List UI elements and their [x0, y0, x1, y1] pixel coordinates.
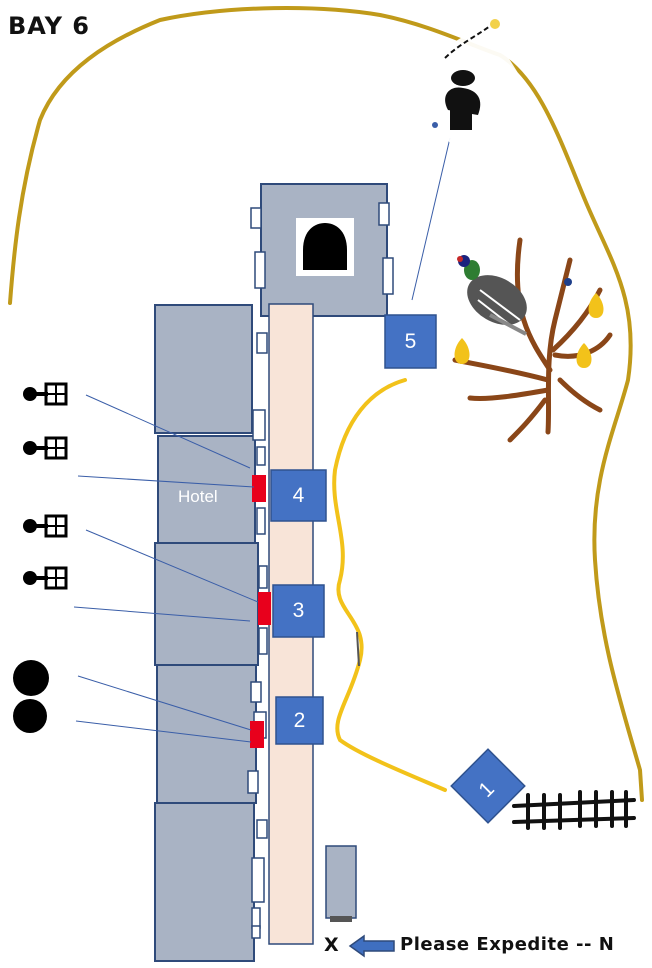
marker-2-label: 2 [293, 708, 306, 732]
marker-3-box [272, 584, 325, 638]
marker-3-label: 3 [292, 599, 305, 622]
marker-1-box [450, 748, 526, 824]
hotel-building [157, 435, 256, 545]
building-block [154, 304, 253, 434]
platform-windows [247, 332, 268, 939]
trail-marker-stick [356, 631, 360, 667]
lamp-key-icon [23, 382, 68, 406]
vehicle [325, 845, 357, 919]
yellow-fruit [454, 293, 604, 368]
lamp-key-icon [23, 436, 68, 460]
bell-icon [303, 223, 347, 270]
lamp-key-icon [23, 566, 68, 590]
pheasant-icon [457, 255, 527, 336]
marker-4-box [270, 469, 327, 522]
hotel-label: Hotel [178, 487, 218, 506]
railroad-track-icon [512, 790, 636, 830]
lamp-key-icon [23, 514, 68, 538]
marker-2-box [275, 696, 324, 745]
red-tag [250, 721, 264, 748]
berry [564, 278, 572, 286]
building-block [154, 802, 255, 962]
red-tag [252, 475, 266, 502]
figure-icon [405, 19, 540, 158]
vehicle-wheel [330, 916, 352, 922]
left-buildings [154, 304, 259, 962]
marker-5-box [384, 314, 437, 369]
building-block [156, 664, 257, 804]
dot-icon [13, 660, 49, 696]
footer-x-mark: X [324, 934, 339, 956]
inner-trail [332, 378, 447, 792]
leader-lines [73, 137, 451, 743]
footer-note: Please Expedite -- N [400, 934, 615, 955]
arrow-left-icon [348, 934, 395, 958]
bay-title: BAY 6 [8, 12, 91, 40]
dot-icon [13, 699, 47, 733]
building-block [154, 542, 259, 666]
red-tag [258, 592, 271, 625]
marker-5-label: 5 [404, 329, 417, 353]
marker-4-label: 4 [292, 483, 305, 507]
